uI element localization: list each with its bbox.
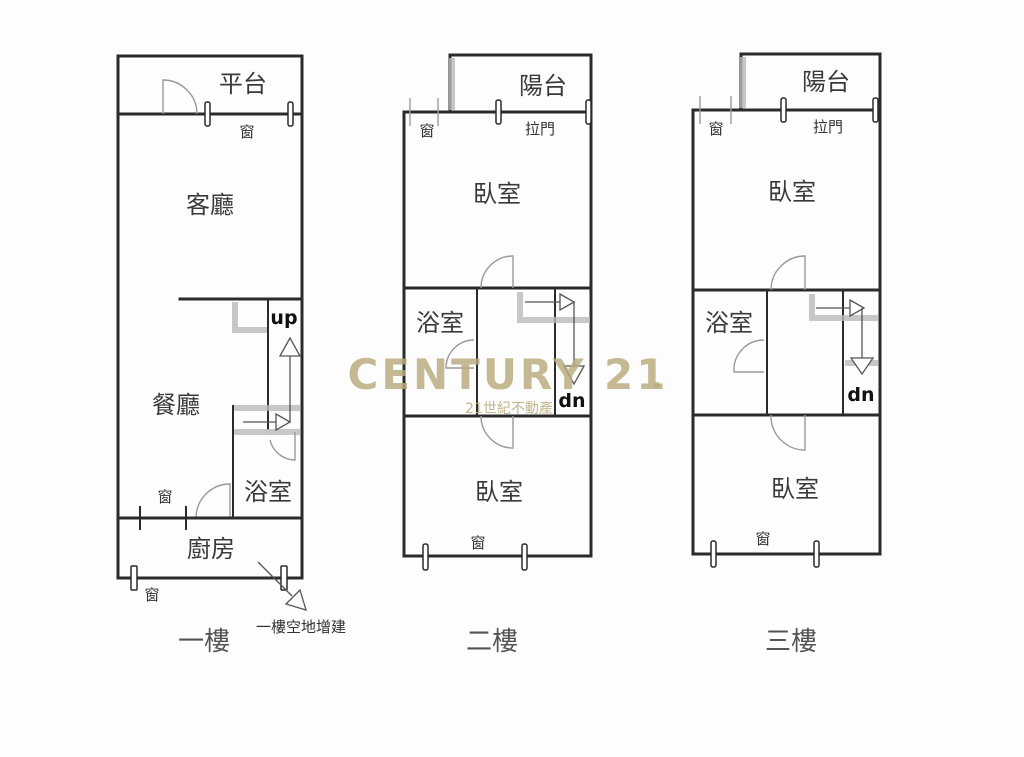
floor-label-1: 一樓 <box>178 627 230 657</box>
arrow-right-icon <box>849 298 866 318</box>
window-post-icon <box>422 543 429 571</box>
window-label: 窗 <box>755 530 770 548</box>
stairs-down-label: dn <box>558 390 585 412</box>
room-label-bedroom-rear: 臥室 <box>771 475 819 503</box>
sliding-door-post-icon <box>780 97 787 123</box>
registered-mark-icon <box>654 382 660 388</box>
extension-arrow-line <box>257 561 293 597</box>
bathroom-door-icon <box>269 432 296 461</box>
platform-door-icon <box>162 79 198 115</box>
arrow-up-icon <box>278 336 302 357</box>
floor-3-plan: 陽台 窗 拉門 臥室 浴室 dn 臥室 窗 三樓 <box>691 52 882 657</box>
stairs-down-label: dn <box>847 384 874 406</box>
room-label-platform: 平台 <box>219 70 267 98</box>
floor-label-3: 三樓 <box>765 627 817 657</box>
room-label-kitchen: 廚房 <box>187 535 235 563</box>
century21-watermark: CENTURY 21 21世紀不動產 <box>348 350 669 417</box>
room-label-bedroom-rear: 臥室 <box>475 478 523 506</box>
floor-2-plan: 陽台 窗 拉門 臥室 浴室 dn 臥室 窗 二樓 <box>402 53 593 657</box>
window-post-icon <box>813 540 820 568</box>
room-label-bathroom: 浴室 <box>244 478 292 506</box>
sliding-door-label: 拉門 <box>813 118 843 136</box>
room-label-bedroom-front: 臥室 <box>768 178 816 206</box>
floor-label-2: 二樓 <box>466 627 518 657</box>
window-label: 窗 <box>239 123 254 141</box>
arrow-right-icon <box>275 412 292 432</box>
arrow-down-icon <box>849 357 875 376</box>
bathroom-door-icon <box>733 339 765 373</box>
bedroom-door-icon <box>770 255 806 291</box>
window-post-icon <box>204 101 211 127</box>
extension-arrow-icon <box>284 588 307 611</box>
bedroom-door-icon <box>770 414 806 451</box>
window-post-icon <box>521 543 528 571</box>
wall-shadow <box>517 292 590 323</box>
window-label: 窗 <box>419 122 434 140</box>
bedroom-door-icon <box>480 255 514 289</box>
window-post-icon <box>710 540 717 568</box>
window-label: 窗 <box>708 120 723 138</box>
extension-note: 一樓空地增建 <box>256 618 346 636</box>
room-label-balcony: 陽台 <box>802 68 850 96</box>
sliding-door-post-icon <box>495 99 502 125</box>
wall-shadow <box>232 302 268 333</box>
sliding-door-post-icon <box>585 99 592 125</box>
room-label-bathroom: 浴室 <box>705 309 753 337</box>
window-post-icon <box>287 101 294 127</box>
watermark-subtitle: 21世紀不動產 <box>465 400 553 417</box>
sliding-door-post-icon <box>872 97 879 123</box>
arrow-down-icon <box>562 365 586 386</box>
floor-1-outline <box>116 54 304 580</box>
window-label: 窗 <box>144 586 159 604</box>
arrow-right-icon <box>559 292 576 312</box>
stairs-up-label: up <box>270 307 297 329</box>
room-label-bathroom: 浴室 <box>416 309 464 337</box>
room-label-bedroom-front: 臥室 <box>473 180 521 208</box>
sliding-door-label: 拉門 <box>525 120 555 138</box>
room-label-dining-room: 餐廳 <box>152 391 200 419</box>
bedroom-door-icon <box>480 415 514 449</box>
wall-shadow <box>809 294 878 321</box>
window-label: 窗 <box>470 534 485 552</box>
floor-1-plan: 平台 窗 客廳 up 餐廳 窗 浴室 廚房 窗 一樓空地增建 一樓 <box>116 54 346 657</box>
room-label-balcony: 陽台 <box>519 72 567 100</box>
watermark-brand: CENTURY 21 <box>348 350 669 399</box>
window-post-icon <box>280 565 288 591</box>
window-post-icon <box>130 565 138 591</box>
window-label: 窗 <box>157 488 172 506</box>
dining-door-icon <box>195 483 231 519</box>
room-label-living-room: 客廳 <box>186 191 234 219</box>
bathroom-door-icon <box>445 339 475 369</box>
